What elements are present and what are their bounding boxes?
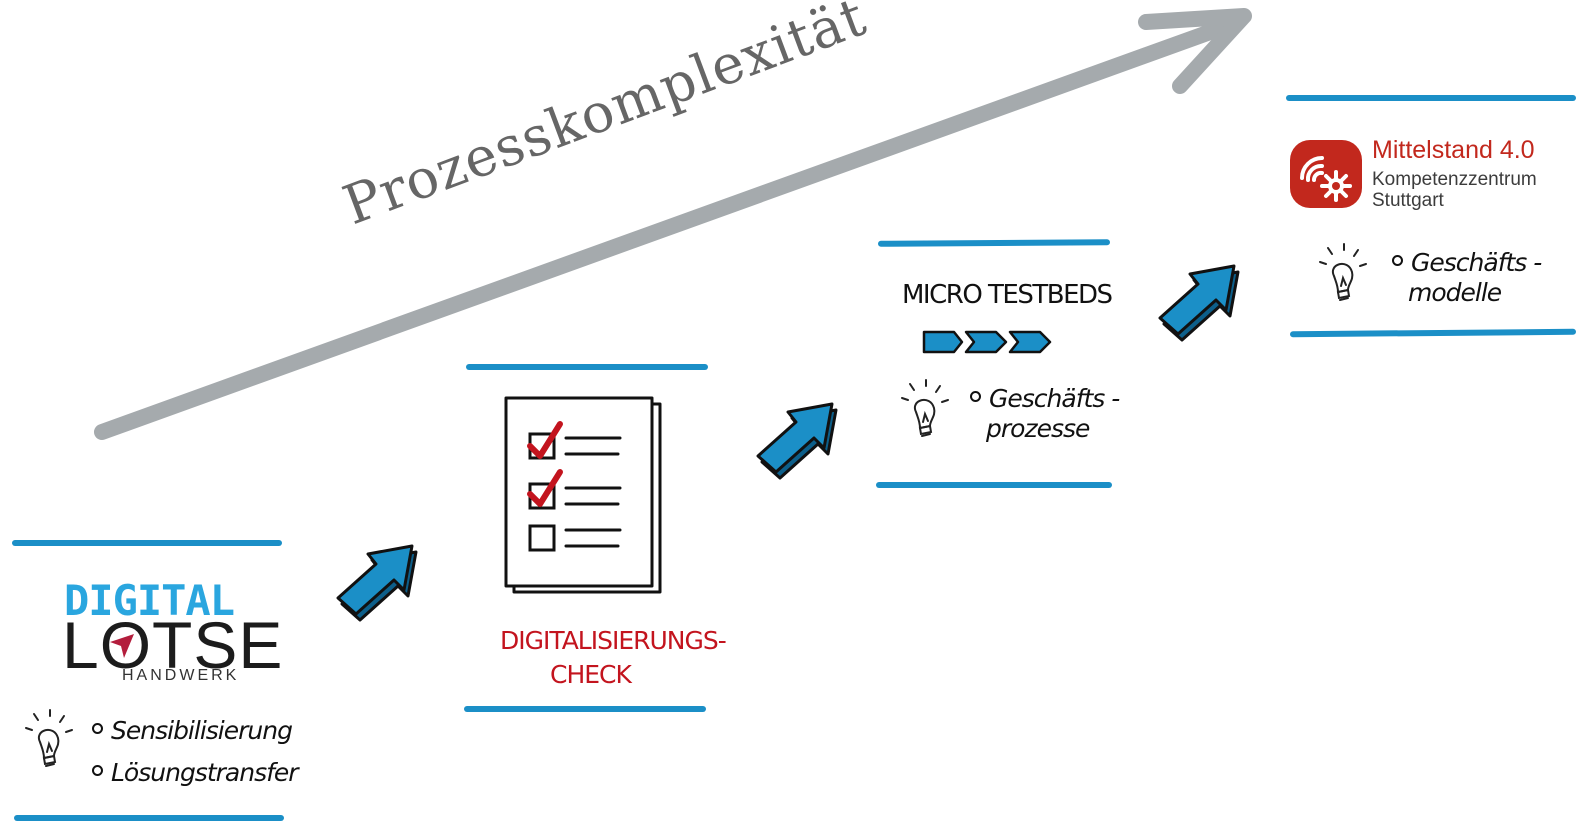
logo-handwerk-text: HANDWERK [122,667,240,684]
bullet-label: Lösungstransfer [111,758,299,787]
bullet-label: Sensibilisierung [111,716,293,745]
logo-lotse-text: LOTSE [62,608,284,682]
mittelstand-subtitle: Kompetenzzentrum Stuttgart [1372,169,1537,211]
bullet-geschaeftsprozesse: Geschäfts - prozesse [970,384,1120,444]
logo-digital-text: DIGITAL [64,576,235,625]
step-arrow-icon [756,402,838,480]
mittelstand-title: Mittelstand 4.0 [1372,136,1535,164]
bullet-label-line1: Geschäfts - [1411,248,1542,277]
bullet-label-line2: modelle [1408,278,1502,307]
section-rule-top [466,364,708,370]
bullet-dot [970,390,981,402]
check-title-line1: DIGITALISIERUNGS- [500,626,727,655]
check-title-line2: CHECK [550,660,632,689]
section-rule-top [1286,95,1576,101]
checklist-icon [504,396,662,594]
lightbulb-icon [901,379,949,437]
check-title: DIGITALISIERUNGS- CHECK [500,624,727,692]
bullet-dot [1392,254,1403,266]
section-rule-bottom [876,482,1112,488]
micro-testbeds-title: MICRO TESTBEDS [902,280,1113,310]
chevron-steps-icon [922,330,1052,354]
bullet-geschaeftsmodelle: Geschäfts - modelle [1392,248,1542,308]
bullet-sensibilisierung: Sensibilisierung [92,716,293,746]
bullet-label-line1: Geschäfts - [989,384,1120,413]
section-rule-bottom [14,815,284,821]
section-rule-bottom [464,706,706,712]
bullet-label-line2: prozesse [986,414,1090,443]
mittelstand-subtitle-line2: Stuttgart [1372,190,1444,211]
step-arrow-icon [336,544,418,622]
step-arrow-icon [1158,264,1240,342]
mittelstand-subtitle-line1: Kompetenzzentrum [1372,169,1537,190]
mittelstand-logo-icon [1290,140,1362,208]
section-rule-top [12,540,282,546]
bullet-dot [92,722,103,734]
logo-pointer-icon [110,634,134,658]
lightbulb-icon [25,709,73,767]
lightbulb-icon [1319,243,1367,301]
bullet-dot [92,764,103,776]
bullet-loesungstransfer: Lösungstransfer [92,758,299,788]
